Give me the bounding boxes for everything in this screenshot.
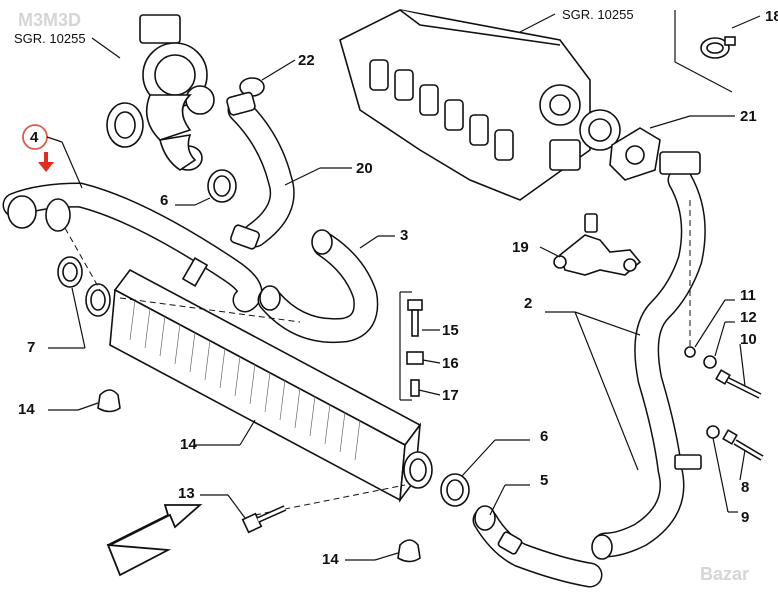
part-15-bolt bbox=[407, 299, 423, 337]
part-8-bolt bbox=[722, 429, 764, 461]
watermark-top: M3M3D bbox=[18, 10, 81, 30]
callout-12: 12 bbox=[740, 309, 757, 326]
part-12-washer bbox=[703, 355, 717, 369]
callout-17: 17 bbox=[442, 387, 459, 404]
ref-sgr-center: SGR. 10255 bbox=[562, 7, 634, 22]
part-10-bolt bbox=[715, 369, 762, 399]
part-9-washer bbox=[706, 425, 720, 439]
callout-2: 2 bbox=[524, 295, 532, 312]
part-5-hose bbox=[472, 505, 603, 588]
ref-sgr-left: SGR. 10255 bbox=[14, 31, 86, 46]
callout-14-left: 14 bbox=[18, 401, 35, 418]
callout-13: 13 bbox=[178, 485, 195, 502]
guide-line-left bbox=[64, 227, 101, 291]
callout-7: 7 bbox=[27, 339, 35, 356]
callout-3: 3 bbox=[400, 227, 408, 244]
part-13-bolt bbox=[241, 505, 287, 534]
callout-22: 22 bbox=[298, 52, 315, 69]
part-16-spacer bbox=[406, 351, 424, 365]
part-19-bracket bbox=[553, 213, 642, 276]
callout-1: 14 bbox=[180, 436, 197, 453]
red-arrow-icon bbox=[38, 152, 54, 172]
part-18-hose-clamp: 18 bbox=[674, 8, 778, 93]
watermark-bottom: Bazar bbox=[700, 564, 749, 584]
callout-14-bottom: 14 bbox=[322, 551, 339, 568]
direction-arrow-icon bbox=[107, 504, 203, 546]
part-20-hose bbox=[226, 91, 295, 250]
callout-20: 20 bbox=[356, 160, 373, 177]
callout-10: 10 bbox=[740, 331, 757, 348]
callout-18: 18 bbox=[765, 8, 778, 25]
part-2-hose bbox=[591, 151, 706, 560]
part-11-washer bbox=[684, 346, 696, 358]
turbocharger bbox=[106, 14, 215, 171]
bolt-stack bbox=[399, 291, 412, 401]
callout-9: 9 bbox=[741, 509, 749, 526]
callout-21: 21 bbox=[740, 108, 757, 125]
callout-19: 19 bbox=[512, 239, 529, 256]
callout-11: 11 bbox=[740, 287, 756, 304]
callout-16: 16 bbox=[442, 355, 459, 372]
intake-manifold bbox=[339, 9, 621, 201]
part-3-hose bbox=[257, 229, 379, 344]
callout-6-lower: 6 bbox=[540, 428, 548, 445]
part-4-hose bbox=[2, 182, 263, 313]
ref-sgr-left-leader bbox=[91, 37, 121, 59]
callout-4: 4 bbox=[30, 129, 39, 146]
part-14-mount-left bbox=[97, 389, 121, 413]
part-14-mount-bottom bbox=[397, 539, 421, 563]
ref-sgr-center-leader bbox=[519, 13, 556, 33]
callout-15: 15 bbox=[442, 322, 459, 339]
callout-6-upper: 6 bbox=[160, 192, 168, 209]
part-17-sleeve bbox=[410, 379, 420, 397]
callout-5: 5 bbox=[540, 472, 548, 489]
part-1-intercooler bbox=[85, 268, 433, 503]
guide-line-mid bbox=[119, 297, 301, 323]
callout-8: 8 bbox=[741, 479, 749, 496]
